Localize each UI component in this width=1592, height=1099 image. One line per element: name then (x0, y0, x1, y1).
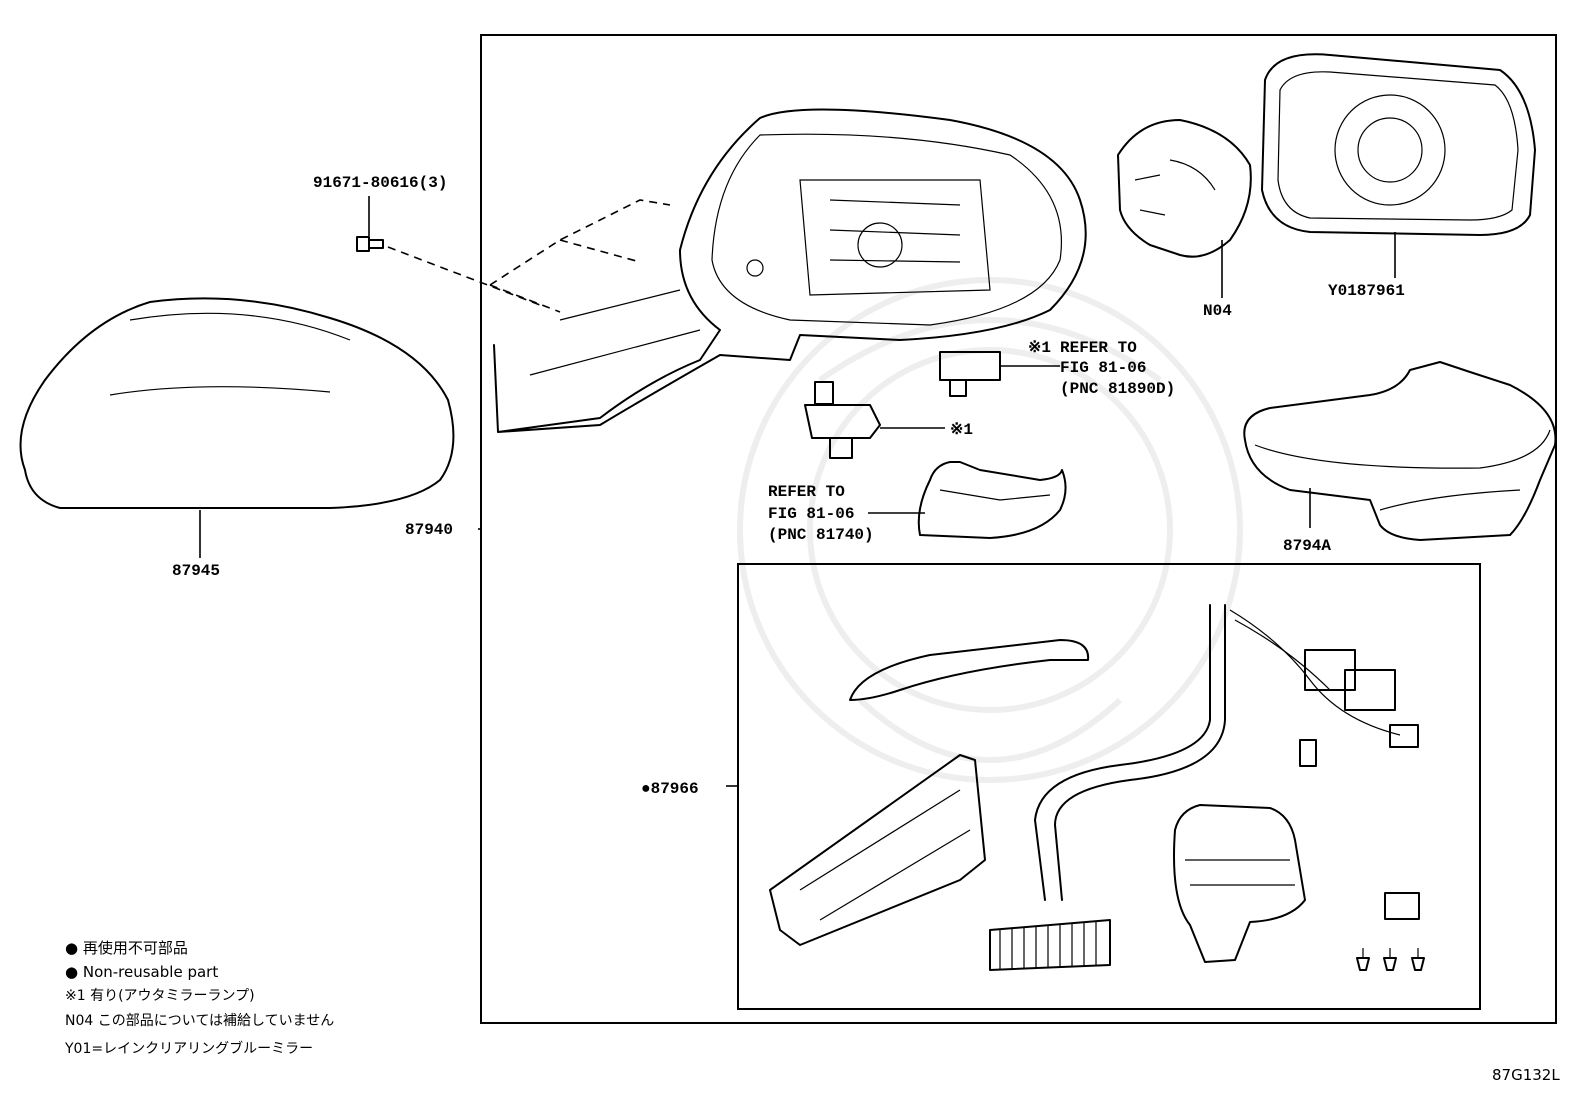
side-turn-lamp-drawing (917, 461, 1067, 539)
legend-line-5: Y01=レインクリアリングブルーミラー (64, 1040, 313, 1057)
assembly-frame (480, 34, 1557, 1024)
label-motor: N04 (1203, 302, 1232, 320)
legend-line-3: ※1 有り(アウタミラーランプ) (65, 988, 255, 1004)
terminal-comb (989, 919, 1111, 971)
label-lamp-cover: 8794A (1283, 537, 1331, 555)
mirror-body-drawing (489, 108, 1087, 433)
screws (1356, 948, 1425, 971)
mirror-glass-drawing (1261, 53, 1536, 236)
refer-1-title: REFER TO (1060, 339, 1137, 357)
refer-2-pnc: (PNC 81740) (768, 526, 874, 544)
note-mark-lower: ※1 (950, 421, 973, 439)
refer-2-title: REFER TO (768, 483, 845, 501)
note-mark-upper: ※1 (1028, 339, 1051, 357)
refer-2-fig: FIG 81-06 (768, 505, 854, 523)
refer-1-fig: FIG 81-06 (1060, 359, 1146, 377)
label-cover: 87945 (172, 562, 220, 580)
lamp-cover-drawing (1243, 361, 1557, 541)
mirror-cover-drawing (19, 297, 455, 509)
label-bolt: 91671-80616(3) (313, 174, 447, 192)
label-glass: Y0187961 (1328, 282, 1405, 300)
lamp-connector-lower-drawing (804, 381, 881, 459)
legend-line-2: ● Non-reusable part (65, 963, 218, 981)
legend-line-1: ● 再使用不可部品 (65, 939, 188, 957)
watermark-emblem (737, 277, 1243, 783)
wire-set-contents-drawing (769, 604, 1425, 971)
label-wire-set: ●87966 (641, 780, 699, 798)
diagram-code: 87G132L (1492, 1066, 1560, 1084)
label-mirror-assy: 87940 (405, 521, 453, 539)
bolt-drawing (356, 236, 384, 252)
lamp-connector-upper-drawing (939, 351, 1001, 397)
refer-1-pnc: (PNC 81890D) (1060, 380, 1175, 398)
legend-line-4: N04 この部品については補給していません (65, 1013, 334, 1029)
mirror-motor-drawing (1117, 119, 1252, 258)
